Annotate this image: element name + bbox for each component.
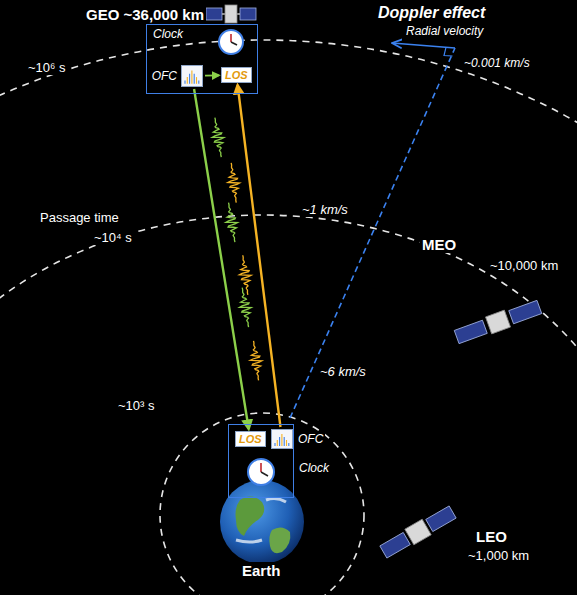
ofc-box: OFC xyxy=(181,65,203,87)
velocity-value: ~1 km/s xyxy=(300,202,350,217)
wave-packet xyxy=(228,163,240,203)
comb-spectrum-icon xyxy=(182,66,202,86)
time-value: ~10⁶ s xyxy=(26,60,68,75)
meo-satellite xyxy=(454,298,543,345)
line-of-sight xyxy=(290,48,455,418)
los-label: LOS xyxy=(225,69,248,81)
los-box: LOS xyxy=(235,431,266,447)
orbit-name: MEO xyxy=(420,236,458,253)
signal-arrow xyxy=(194,89,249,429)
ofc-label: OFC xyxy=(296,432,325,446)
time-value: ~10³ s xyxy=(116,398,157,413)
meo-orbit xyxy=(0,215,577,595)
ground-terminal: ClockLOSOFC xyxy=(228,424,294,498)
altitude-value: ~1,000 km xyxy=(466,548,531,563)
wave-packet xyxy=(212,118,224,157)
ofc-label: OFC xyxy=(150,69,179,83)
velocity-value: ~0.001 km/s xyxy=(462,56,532,70)
los-label: LOS xyxy=(239,433,262,445)
signal-arrow xyxy=(205,74,219,76)
leo-satellite xyxy=(379,504,457,560)
los-box: LOS xyxy=(221,67,252,83)
wave-packet xyxy=(240,288,252,327)
clock-label: Clock xyxy=(297,461,331,475)
quantity-name: Passage time xyxy=(38,210,121,225)
earth-globe xyxy=(220,480,304,564)
clock-label: Clock xyxy=(151,27,185,41)
vector-name: Radial velocity xyxy=(404,24,485,38)
wave-packet xyxy=(250,341,262,381)
wave-packet xyxy=(240,255,252,295)
ofc-box: OFC xyxy=(271,429,293,449)
right-angle-mark xyxy=(444,47,453,56)
signal-arrow xyxy=(238,85,281,427)
clock-icon xyxy=(219,30,243,54)
geo-satellite xyxy=(206,5,256,23)
leo-orbit xyxy=(160,413,364,595)
velocity-value: ~6 km/s xyxy=(318,364,368,379)
orbit-name: LEO xyxy=(474,528,509,545)
geo-orbit xyxy=(0,40,577,595)
clock-icon xyxy=(248,459,274,485)
time-value: ~10⁴ s xyxy=(92,230,134,245)
altitude-value: ~10,000 km xyxy=(488,258,560,273)
orbit-name: GEO ~36,000 km xyxy=(84,6,206,23)
planet-name: Earth xyxy=(240,562,282,579)
wave-packet xyxy=(226,203,238,242)
comb-spectrum-icon xyxy=(272,430,292,448)
effect-title: Doppler effect xyxy=(376,4,487,22)
satellite-terminal: ClockOFC LOS xyxy=(146,24,258,94)
